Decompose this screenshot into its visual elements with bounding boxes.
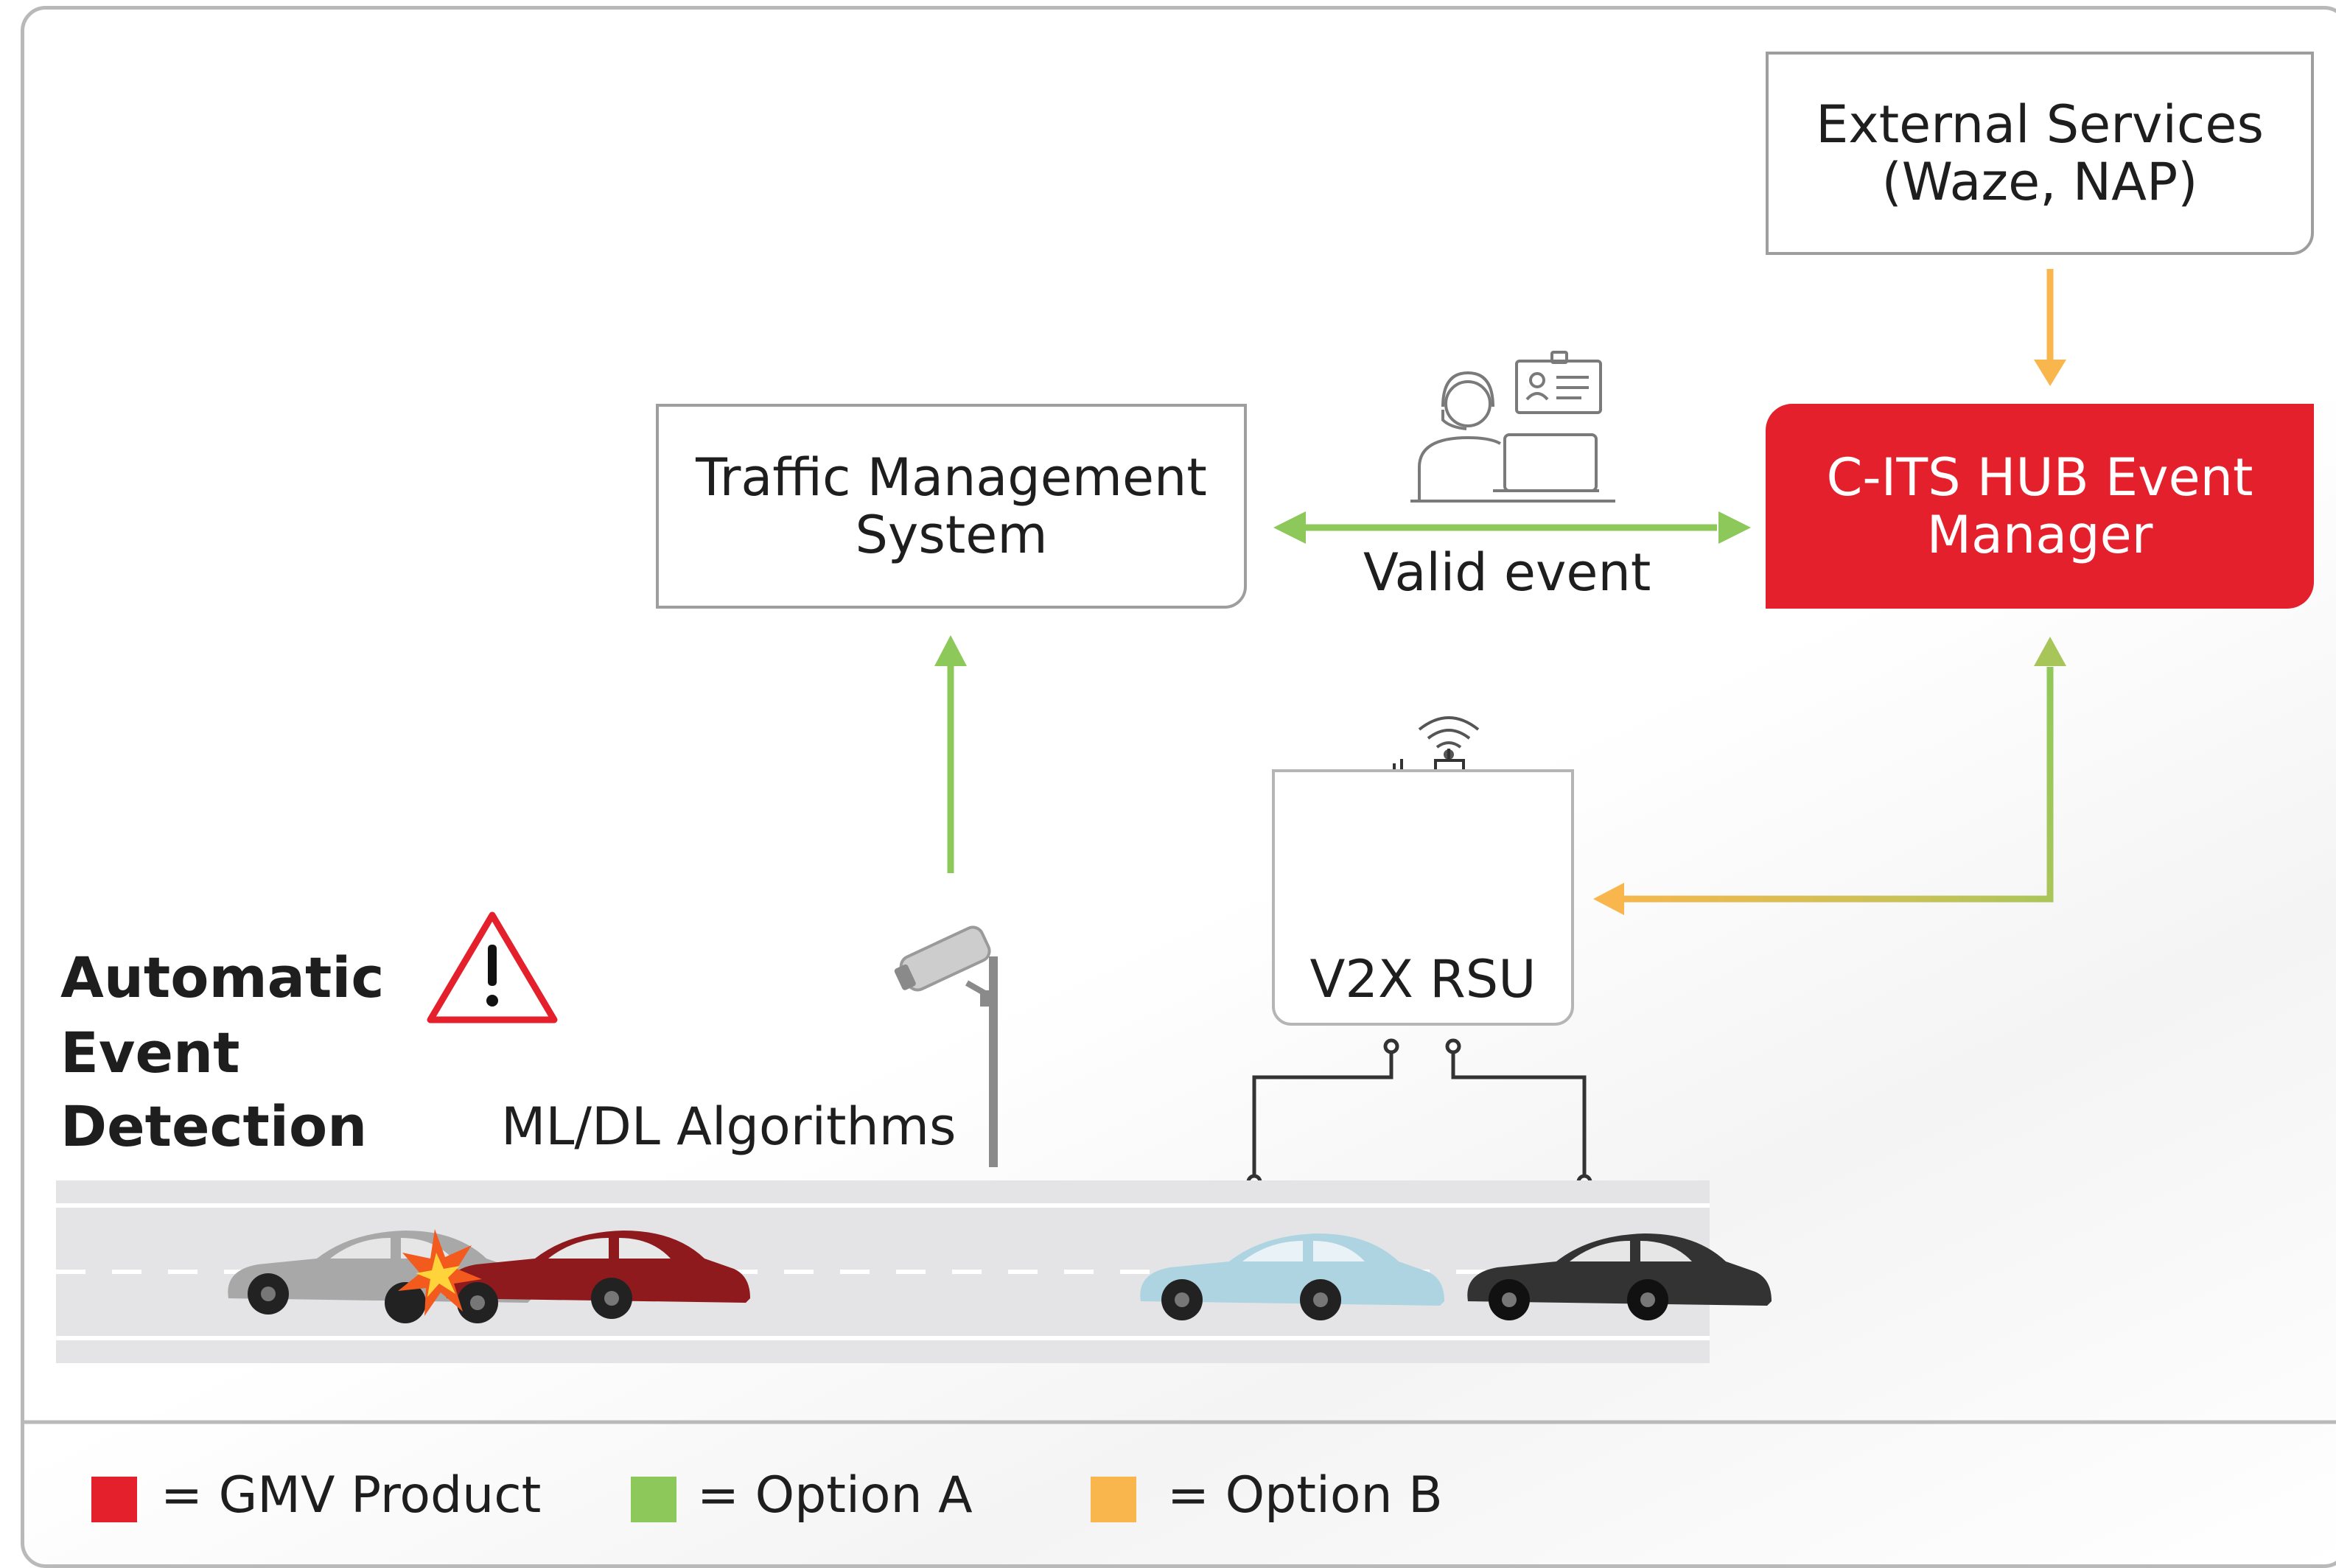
ml-algorithms-label: ML/DL Algorithms <box>501 1096 957 1157</box>
hub-line1: C-ITS HUB Event <box>1826 447 2253 508</box>
car-icon-red <box>446 1231 750 1323</box>
external-services-line2: (Waze, NAP) <box>1881 152 2198 212</box>
legend-swatch-option-a <box>631 1477 676 1522</box>
operator-icon <box>1410 351 1615 503</box>
car-icon-black <box>1467 1233 1772 1320</box>
aed-label-line3: Detection <box>60 1093 368 1159</box>
arrow-camera-to-tms <box>934 635 967 873</box>
arrow-valid-event <box>1273 511 1751 544</box>
hub-line2: Manager <box>1926 505 2153 565</box>
legend-text-option-b: = Option B <box>1167 1466 1443 1525</box>
legend-text-gmv: = GMV Product <box>161 1466 542 1525</box>
arrow-external-to-hub <box>2034 269 2066 386</box>
legend-text-option-a: = Option A <box>697 1466 973 1525</box>
car-icon-lightblue <box>1140 1233 1444 1320</box>
legend-swatch-option-b <box>1091 1477 1136 1522</box>
warning-icon <box>427 911 558 1023</box>
arrow-rsu-hub <box>1593 637 2066 915</box>
crash-icon <box>398 1229 482 1316</box>
legend-swatch-gmv <box>91 1477 137 1522</box>
camera-icon <box>894 925 998 1167</box>
aed-label-line1: Automatic <box>60 945 385 1010</box>
tms-line2: System <box>855 505 1048 565</box>
tms-line1: Traffic Management <box>696 447 1207 508</box>
v2x-rsu-box: V2X RSU <box>1272 769 1574 1026</box>
cits-hub-event-manager-box: C-ITS HUB Event Manager <box>1766 404 2314 609</box>
valid-event-label: Valid event <box>1363 542 1651 603</box>
external-services-line1: External Services <box>1816 94 2264 155</box>
aed-label-line2: Event <box>60 1020 240 1085</box>
traffic-management-system-box: Traffic Management System <box>656 404 1247 609</box>
rsu-connectors <box>1246 1038 1592 1190</box>
rsu-label: V2X RSU <box>1309 948 1536 1009</box>
external-services-box: External Services (Waze, NAP) <box>1766 52 2314 255</box>
